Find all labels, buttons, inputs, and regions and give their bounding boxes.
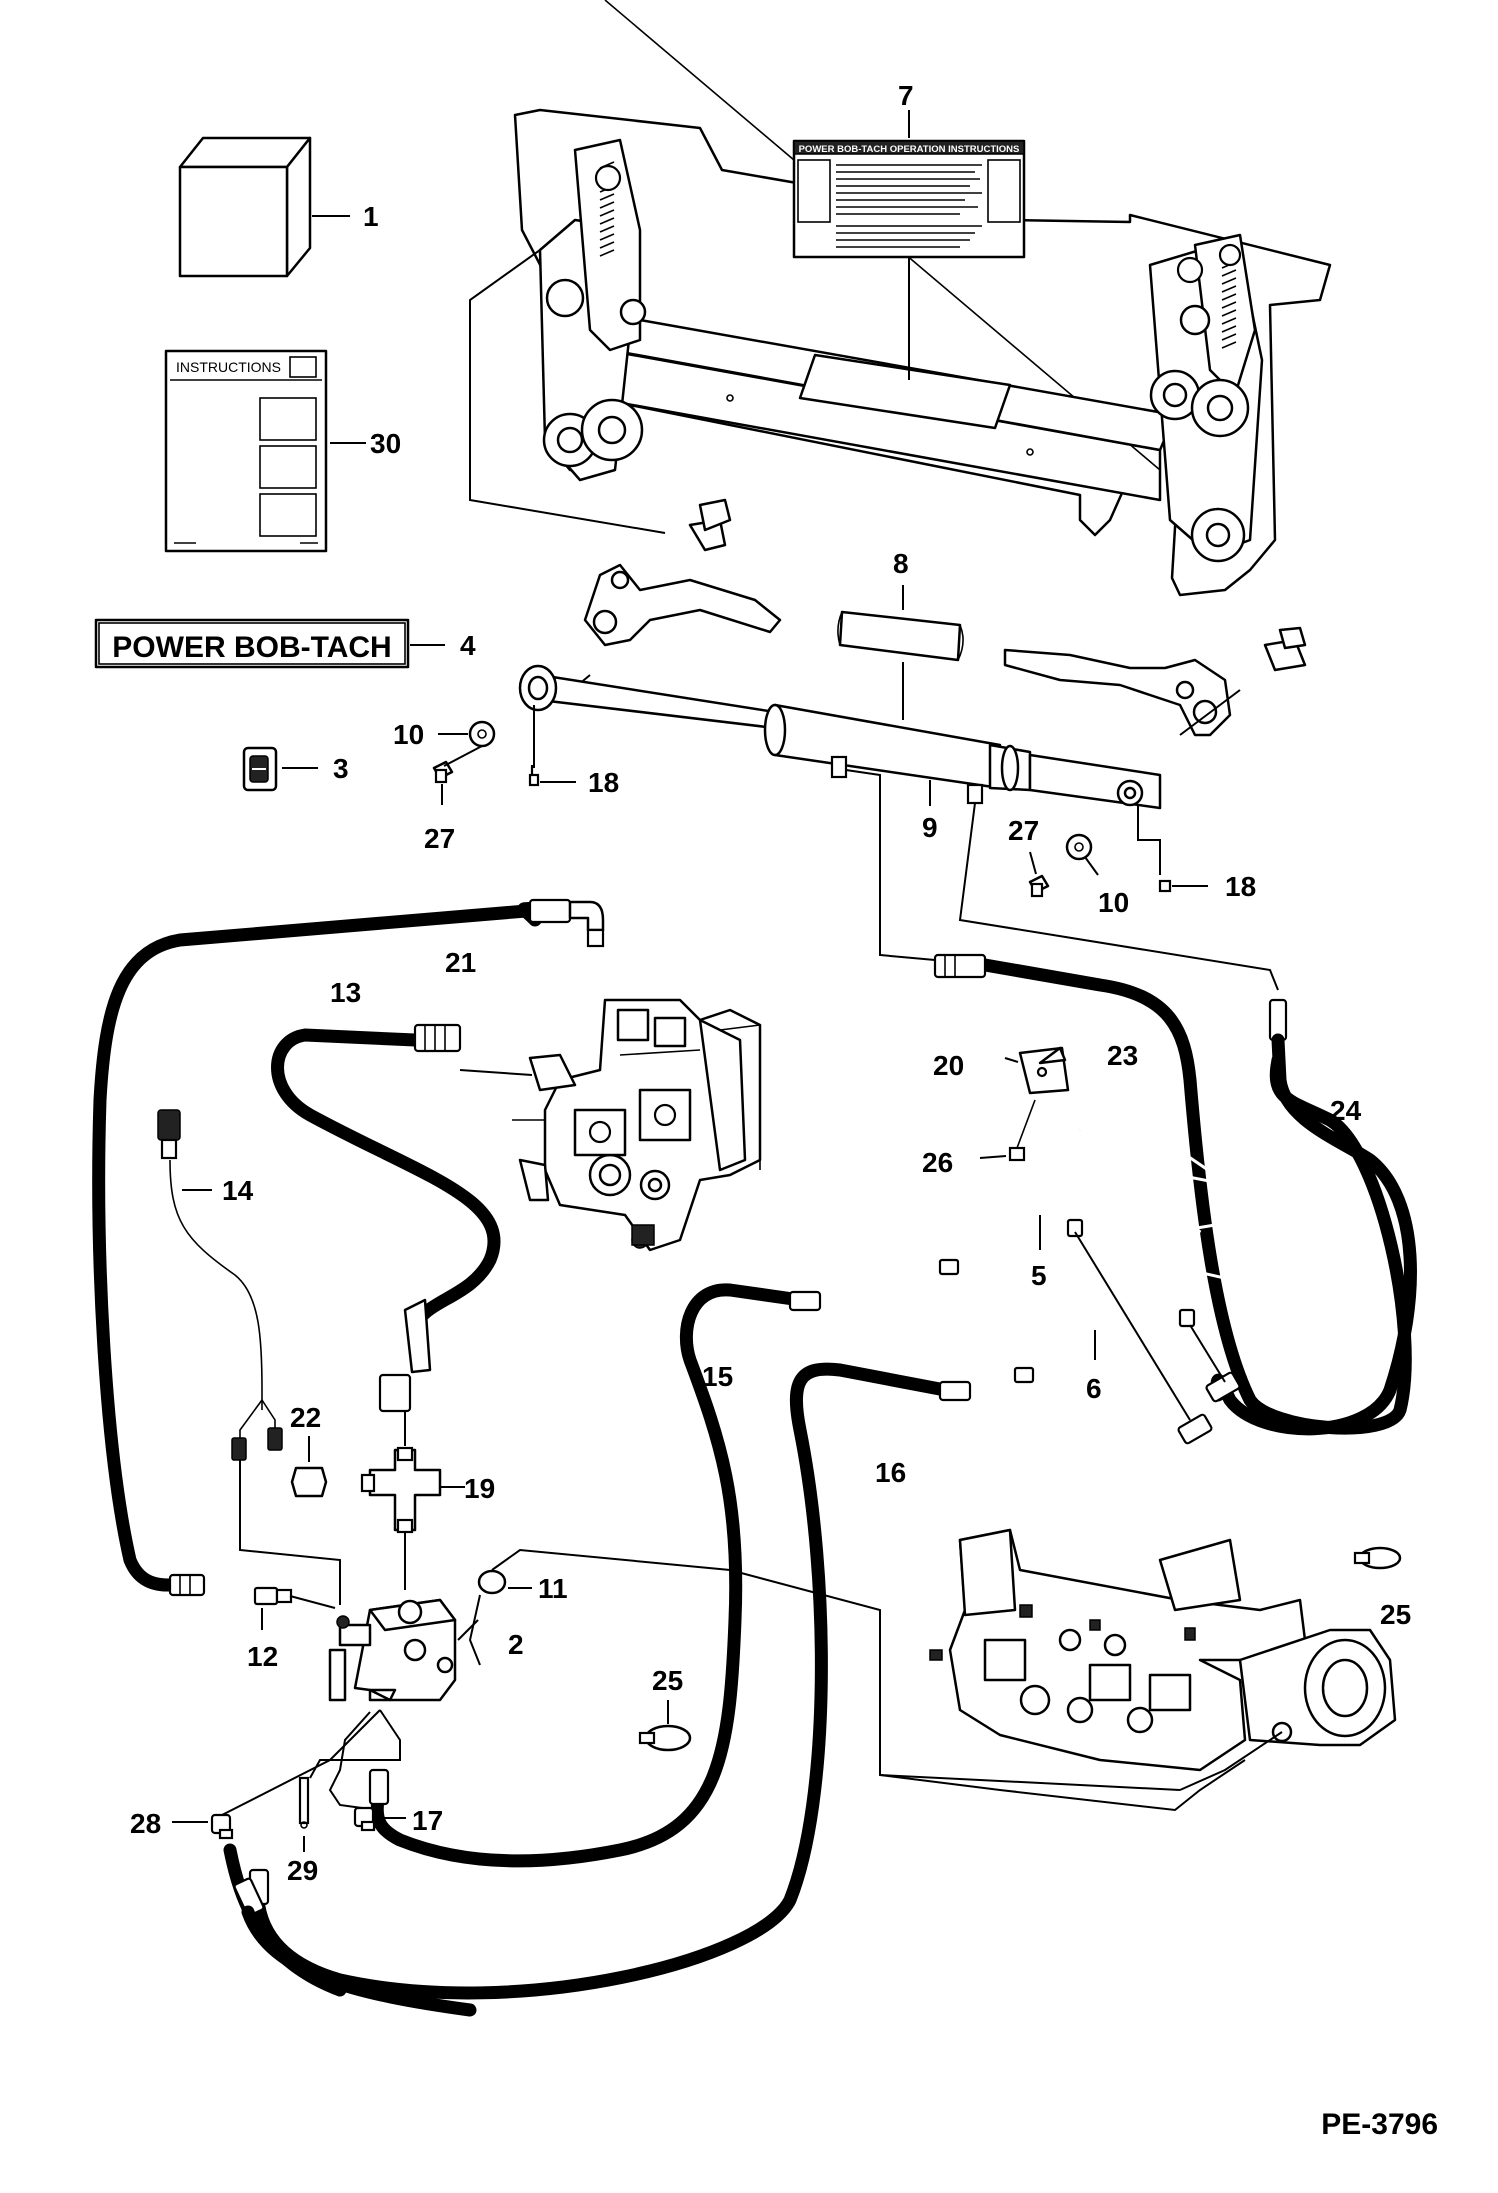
hose-23	[978, 958, 1412, 1435]
cylinder	[518, 664, 1162, 810]
bolt-left	[432, 760, 454, 784]
hose-15	[370, 1283, 807, 1868]
tube-6	[1013, 1223, 1301, 1384]
callout-25-left: 25	[652, 1665, 683, 1696]
callout-26: 26	[922, 1147, 953, 1178]
callout-24: 24	[1330, 1095, 1362, 1126]
hose-24-fittings	[1177, 1371, 1241, 1445]
fitting-right	[1158, 879, 1172, 893]
callout-11: 11	[538, 1573, 568, 1604]
power-bobtach-decal: POWER BOB-TACH	[94, 618, 410, 669]
bobtach-frame	[513, 0, 1332, 597]
hose-21-fittings	[528, 898, 605, 948]
instructions-title: INSTRUCTIONS	[176, 359, 281, 375]
callout-23: 23	[1107, 1040, 1138, 1071]
sleeve	[837, 610, 964, 662]
callout-22: 22	[290, 1402, 321, 1433]
part-box	[178, 136, 312, 278]
bolt-right	[1028, 874, 1050, 898]
pin-29	[298, 1776, 310, 1829]
callout-7: 7	[898, 80, 914, 111]
callouts: 1 30 4 3 7 8 10 18 27 9 27 10 18 21 13 2…	[130, 80, 1411, 1886]
cap-22	[290, 1466, 328, 1498]
tee-fitting	[360, 1446, 442, 1534]
callout-16: 16	[875, 1457, 906, 1488]
callout-10-right: 10	[1098, 887, 1129, 918]
valve-block	[328, 1598, 457, 1702]
switch	[242, 746, 278, 792]
hose-13-fittings	[378, 1023, 462, 1413]
callout-27-right: 27	[1008, 815, 1039, 846]
callout-25-right: 25	[1380, 1599, 1411, 1630]
operation-decal: POWER BOB-TACH OPERATION INSTRUCTIONS	[792, 139, 1026, 259]
washer-left	[468, 720, 496, 748]
wire-harness	[157, 1109, 283, 1461]
cable-tie-right	[1353, 1546, 1402, 1570]
callout-30: 30	[370, 428, 401, 459]
bolt-26	[1008, 1099, 1036, 1162]
callout-10-left: 10	[393, 719, 424, 750]
callout-8: 8	[893, 548, 909, 579]
operation-decal-title: POWER BOB-TACH OPERATION INSTRUCTIONS	[799, 144, 1020, 155]
callout-18-right: 18	[1225, 871, 1256, 902]
callout-19: 19	[464, 1473, 495, 1504]
callout-4: 4	[460, 630, 476, 661]
cable-tie-left	[638, 1724, 692, 1752]
callout-14: 14	[222, 1175, 254, 1206]
callout-29: 29	[287, 1855, 318, 1886]
callout-5: 5	[1031, 1260, 1047, 1291]
hose-24	[1210, 1033, 1417, 1436]
hose-13	[271, 1028, 501, 1337]
fitting-12	[253, 1586, 293, 1606]
callout-1: 1	[363, 201, 379, 232]
washer-right	[1065, 833, 1093, 861]
callout-2: 2	[508, 1629, 524, 1660]
callout-21: 21	[445, 947, 476, 978]
hose-21-end	[168, 1573, 206, 1597]
tube-5	[938, 1108, 1231, 1276]
o-ring	[477, 1569, 507, 1595]
hydrostatic-pump	[929, 1528, 1397, 1772]
reference-code: PE-3796	[1321, 2108, 1438, 2141]
left-lever	[583, 498, 782, 647]
callout-12: 12	[247, 1641, 278, 1672]
callout-13: 13	[330, 977, 361, 1008]
callout-3: 3	[333, 753, 349, 784]
callout-27-left: 27	[424, 823, 455, 854]
control-valve	[512, 998, 762, 1252]
callout-6: 6	[1086, 1373, 1102, 1404]
callout-9: 9	[922, 812, 938, 843]
right-lever	[1003, 626, 1307, 737]
bracket	[1018, 1046, 1070, 1095]
callout-28: 28	[130, 1808, 161, 1839]
decal-text: POWER BOB-TACH	[112, 631, 391, 664]
callout-15: 15	[702, 1361, 733, 1392]
fitting-left	[528, 765, 540, 787]
callout-18-left: 18	[588, 767, 619, 798]
fitting-17	[353, 1806, 376, 1832]
callout-20: 20	[933, 1050, 964, 1081]
fitting-28	[210, 1813, 234, 1840]
callout-17: 17	[412, 1805, 443, 1836]
instructions-sheet: INSTRUCTIONS	[164, 349, 328, 553]
